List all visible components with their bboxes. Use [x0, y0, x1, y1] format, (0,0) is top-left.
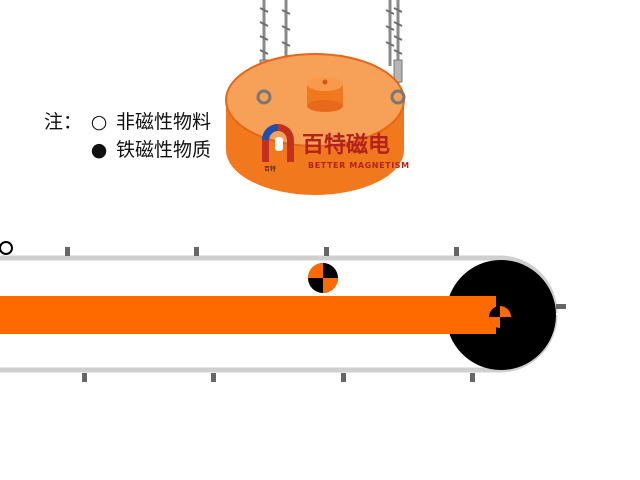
upper-rollers — [65, 247, 459, 256]
lower-rollers — [82, 373, 475, 382]
legend: 注： ○ 非磁性物料 ● 铁磁性物质 — [44, 108, 211, 164]
legend-label-non-magnetic: 非磁性物料 — [116, 111, 212, 133]
hollow-circle-icon: ○ — [90, 111, 108, 133]
lifting-eye-right — [390, 89, 406, 105]
junction-box — [307, 77, 343, 112]
brand-logo-small-text: 百特 — [264, 165, 276, 173]
non-magnetic-particle — [0, 241, 13, 255]
filled-circle-icon: ● — [90, 139, 108, 161]
drum-hub-marker — [489, 306, 511, 328]
conveyor — [0, 241, 566, 382]
ferromagnetic-particle — [308, 263, 338, 293]
brand-name-en: BETTER MAGNETISM — [308, 161, 410, 170]
brand-logo: 百特 — [262, 124, 294, 173]
magnetic-separator: 百特 百特磁电 BETTER MAGNETISM — [225, 0, 410, 195]
legend-label-ferromagnetic: 铁磁性物质 — [116, 139, 212, 161]
legend-row-ferromagnetic: ● 铁磁性物质 — [44, 136, 211, 164]
brand-name-cn: 百特磁电 — [302, 132, 390, 158]
lifting-eye-left — [256, 89, 272, 105]
legend-row-non-magnetic: 注： ○ 非磁性物料 — [44, 108, 211, 136]
drum-axle — [556, 304, 566, 309]
material-belt — [0, 296, 496, 334]
legend-prefix: 注： — [44, 111, 83, 133]
